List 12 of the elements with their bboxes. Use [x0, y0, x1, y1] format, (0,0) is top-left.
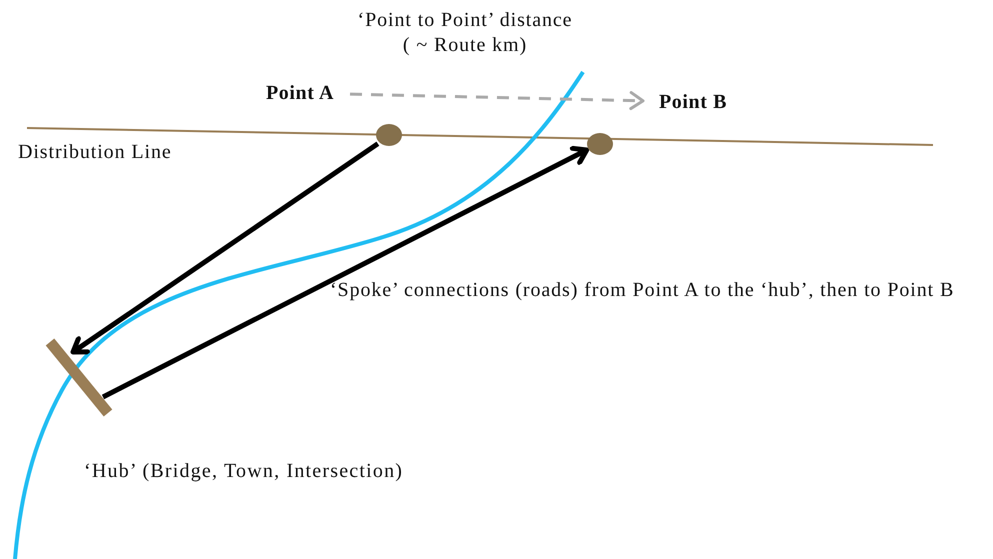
annotation-text: ‘Spoke’ connections (roads) from Point A to the ‘hub’, then to Point B: [330, 278, 954, 303]
hub-bar: [44, 336, 114, 419]
point-dot: [376, 124, 402, 146]
annotation-text: Distribution Line: [18, 140, 172, 165]
arrow: [70, 142, 380, 354]
point-dot: [587, 133, 613, 155]
arrow: [102, 146, 590, 400]
arrow: [350, 91, 644, 110]
point-label: Point A: [254, 80, 346, 106]
point-label: Point B: [647, 89, 739, 115]
annotation-text: ‘Point to Point’ distance ( ~ Route km): [356, 8, 574, 58]
hub-caption: ‘Hub’ (Bridge, Town, Intersection): [84, 459, 404, 484]
